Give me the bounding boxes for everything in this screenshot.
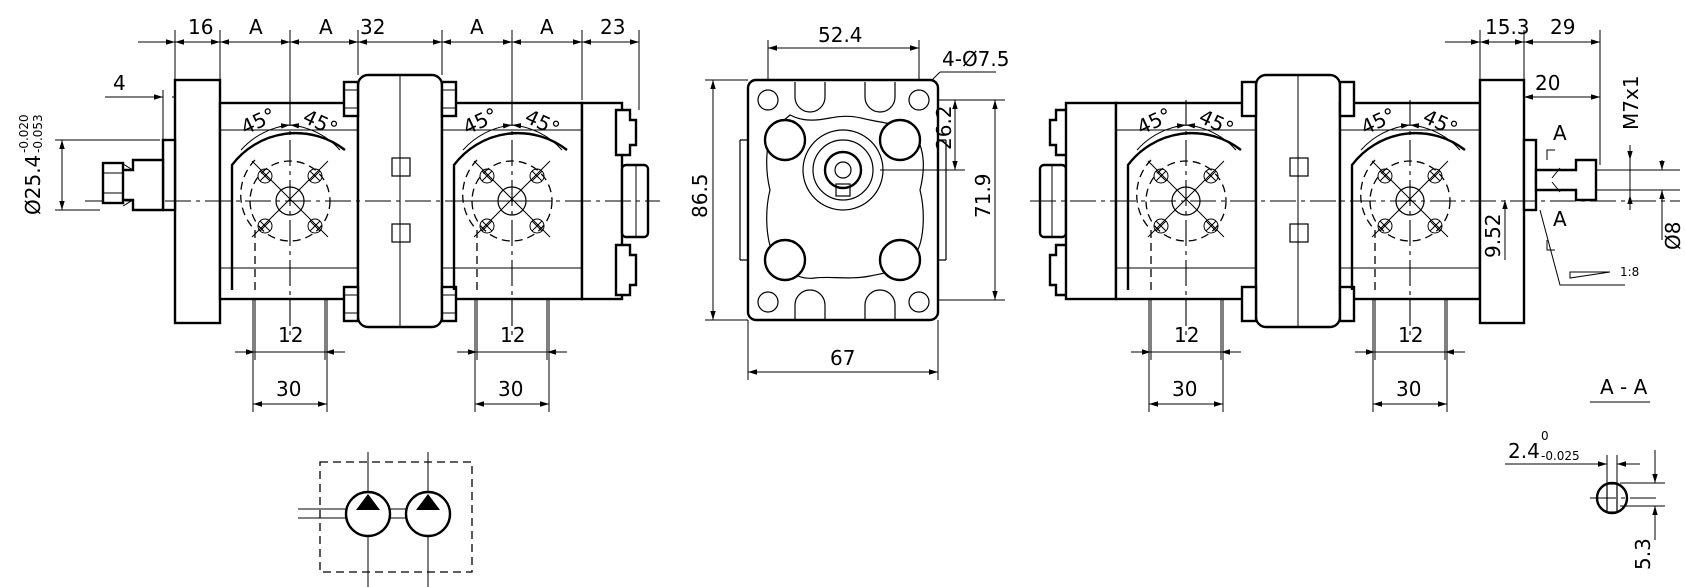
svg-text:Ø25.4: Ø25.4 xyxy=(21,155,45,215)
diameter-label-right: Ø8 xyxy=(1661,222,1685,250)
diameter-label-left: Ø25.4 -0.020 -0.053 xyxy=(17,114,45,215)
port-dim-inner: 12 xyxy=(278,323,303,347)
key-width-label: 2.4 0 -0.025 xyxy=(1508,429,1580,463)
section-a-a: A - A 2.4 0 -0.025 5.3 xyxy=(1505,375,1665,570)
front-dim-bottom: 67 xyxy=(830,346,855,370)
svg-text:-0.053: -0.053 xyxy=(31,114,45,153)
port-dim-outer: 30 xyxy=(276,377,301,401)
hydraulic-symbol xyxy=(298,452,473,587)
taper-dim: 9.52 xyxy=(1481,213,1505,258)
section-marker: A xyxy=(1553,121,1567,145)
key-height: 5.3 xyxy=(1631,538,1655,570)
svg-text:-0.020: -0.020 xyxy=(17,114,31,153)
port-3: 45° 45° xyxy=(1126,100,1242,340)
hole-callout: 4-Ø7.5 xyxy=(942,47,1010,71)
dim-top-1: 16 xyxy=(188,15,213,39)
front-dim-shaft-offset: 26.2 xyxy=(932,105,956,150)
dim-top-4: 32 xyxy=(360,15,385,39)
svg-text:2.4: 2.4 xyxy=(1508,439,1540,463)
section-marker: A xyxy=(1553,207,1567,231)
port-dim-outer: 30 xyxy=(1172,377,1197,401)
taper-ratio: 1:8 xyxy=(1620,265,1639,279)
thread-label: M7x1 xyxy=(1619,75,1643,130)
right-dim-shaft-len: 20 xyxy=(1535,71,1560,95)
dim-top-7: 23 xyxy=(600,15,625,39)
port-dim-inner: 12 xyxy=(1174,323,1199,347)
left-side-view: 16 A A 32 A A 23 4 xyxy=(17,15,660,412)
right-dim-top: 29 xyxy=(1550,15,1575,39)
dim-top-2: A xyxy=(249,15,263,39)
front-dim-top: 52.4 xyxy=(818,23,863,47)
dim-top-5: A xyxy=(470,15,484,39)
dim-shaft-offset: 4 xyxy=(113,71,126,95)
dim-top-3: A xyxy=(319,15,333,39)
dim-top-6: A xyxy=(540,15,554,39)
port-dim-outer: 30 xyxy=(498,377,523,401)
right-dim-top: 15.3 xyxy=(1485,15,1530,39)
port-dim-outer: 30 xyxy=(1396,377,1421,401)
section-title: A - A xyxy=(1600,375,1648,399)
port-dim-inner: 12 xyxy=(1398,323,1423,347)
front-view: 52.4 4-Ø7.5 xyxy=(688,23,1010,380)
right-side-view: 15.3 29 20 xyxy=(1030,15,1685,412)
front-dim-height-left: 86.5 xyxy=(688,173,712,218)
port-dim-inner: 12 xyxy=(500,323,525,347)
front-dim-height-right: 71.9 xyxy=(971,173,995,218)
svg-text:0: 0 xyxy=(1541,429,1549,443)
svg-text:-0.025: -0.025 xyxy=(1541,449,1580,463)
